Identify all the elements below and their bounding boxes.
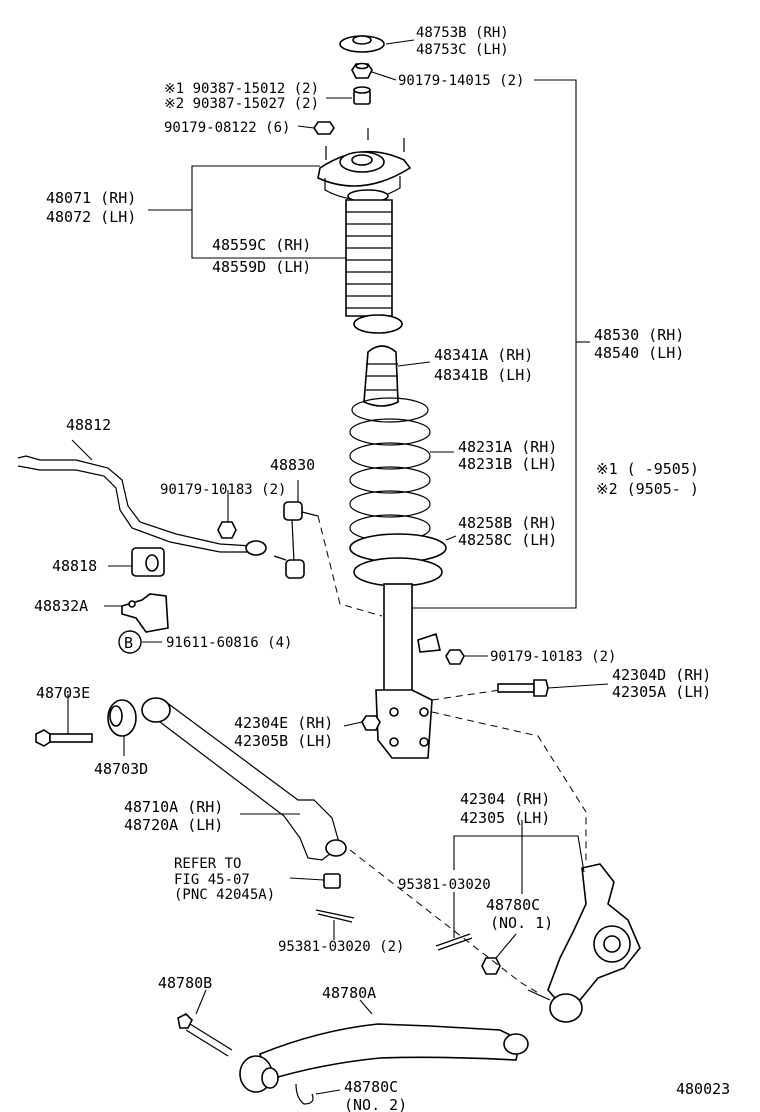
label-48780B: 48780B [158,974,212,992]
part-48780B-bolt [177,1013,233,1057]
label-48812: 48812 [66,416,111,434]
label-90387-2: ※2 90387-15027 (2) [164,96,319,112]
label-48832A: 48832A [34,597,88,615]
part-90387-collar [353,86,371,105]
part-48832A-bracket [121,593,169,633]
label-42304: 42304 (RH) 42305 (LH) [460,790,550,827]
label-48720A-lh: 48720A (LH) [124,816,223,834]
diagram-id: 480023 [676,1080,730,1098]
label-42304-rh: 42304 (RH) [460,790,550,808]
label-48830: 48830 [270,456,315,474]
part-48812-stabilizer-bar [17,455,267,556]
part-42304-knuckle [527,863,641,1023]
label-42304-lh: 42305 (LH) [460,809,550,827]
label-48231-lh: 48231B (LH) [458,455,557,473]
label-48753-rh: 48753B (RH) [416,25,509,41]
label-42304D: 42304D (RH) 42305A (LH) [612,666,711,701]
label-95381-a: 95381-03020 [398,877,491,893]
dashed-alignment-lines [317,515,587,995]
label-48780C-2: 48780C (NO. 2) [344,1078,407,1112]
label-48071-lh: 48072 (LH) [46,208,136,226]
label-90387-1: ※1 90387-15012 (2) [164,81,319,97]
label-48753-lh: 48753C (LH) [416,42,509,58]
part-48780C-nut-2 [295,1083,314,1105]
label-42304E: 42304E (RH) 42305B (LH) [234,714,333,750]
part-42045A-nut [323,873,341,889]
label-48258: 48258B (RH) 48258C (LH) [458,514,557,549]
part-48818-bushing [131,547,165,577]
label-95381-b: 95381-03020 (2) [278,939,404,955]
label-42304E-rh: 42304E (RH) [234,714,333,732]
label-48071-rh: 48071 (RH) [46,189,136,207]
part-95381-pin-b [315,909,355,923]
label-48559-lh: 48559D (LH) [212,258,311,276]
legend-notes: ※1 ( -9505) ※2 (9505- ) [596,460,699,498]
label-48753: 48753B (RH) 48753C (LH) [416,25,509,58]
label-48258-rh: 48258B (RH) [458,514,557,532]
part-90179-10183-nut-b [445,649,465,665]
label-90179-14015: 90179-14015 (2) [398,73,524,89]
label-48559: 48559C (RH) 48559D (LH) [212,236,311,276]
label-48071: 48071 (RH) 48072 (LH) [46,189,136,226]
part-48071-upper-support [317,128,412,201]
label-48780C-1-sub: (NO. 1) [490,914,553,932]
label-90387: ※1 90387-15012 (2) ※2 90387-15027 (2) [164,81,319,112]
part-48231-coil-spring [349,397,431,542]
label-B: B [124,634,133,652]
part-48703E-bolt [35,729,93,747]
label-48530-rh: 48530 (RH) [594,326,684,344]
part-48780C-nut-1 [481,957,501,975]
part-48830-link [273,501,319,579]
label-42304E-lh: 42305B (LH) [234,732,333,750]
label-48341: 48341A (RH) 48341B (LH) [434,346,533,384]
part-48710A-strut-rod [141,697,347,861]
label-48710A: 48710A (RH) 48720A (LH) [124,798,223,834]
label-42304D-rh: 42304D (RH) [612,666,711,684]
label-91611: 91611-60816 (4) [166,635,292,651]
part-48341-bump-stopper [363,345,399,407]
label-refer-line1: REFER TO [174,856,241,872]
part-B-marker [118,630,142,654]
part-42304E-nut [361,715,381,731]
label-48818: 48818 [52,557,97,575]
label-refer: REFER TO FIG 45-07 (PNC 42045A) [174,856,275,903]
part-42304D-bolt [497,679,549,697]
part-90179-10183-nut-a [217,521,237,539]
label-48780A: 48780A [322,984,376,1002]
leader-lines [67,39,609,1095]
part-48559-dust-boot [345,189,403,334]
label-48703D: 48703D [94,760,148,778]
label-48780C-1-num: 48780C [486,896,540,914]
label-48341-lh: 48341B (LH) [434,366,533,384]
label-90179-08122: 90179-08122 (6) [164,120,290,136]
part-90179-08122-nut [313,121,335,135]
part-48753-cap [339,35,385,53]
label-refer-line3: (PNC 42045A) [174,887,275,903]
label-48780C-2-num: 48780C [344,1078,398,1096]
label-90179-10183-a: 90179-10183 (2) [160,482,286,498]
part-48703D-bushing [107,699,137,737]
label-48780C-2-sub: (NO. 2) [344,1096,407,1112]
part-shock-absorber [375,583,442,759]
label-refer-line2: FIG 45-07 [174,872,250,888]
label-42304D-lh: 42305A (LH) [612,683,711,701]
part-90179-14015-nut [351,62,373,79]
label-48231: 48231A (RH) 48231B (LH) [458,438,557,473]
legend-note-2: ※2 (9505- ) [596,480,699,498]
label-48703E: 48703E [36,684,90,702]
label-48780C-1: 48780C (NO. 1) [486,896,553,932]
legend-note-1: ※1 ( -9505) [596,460,699,478]
label-48231-rh: 48231A (RH) [458,438,557,456]
label-48258-lh: 48258C (LH) [458,531,557,549]
part-48258-insulator [349,533,447,587]
label-48530: 48530 (RH) 48540 (LH) [594,326,684,362]
part-48780A-lower-arm [239,1023,529,1093]
label-48341-rh: 48341A (RH) [434,346,533,364]
label-90179-10183-b: 90179-10183 (2) [490,649,616,665]
label-48559-rh: 48559C (RH) [212,236,311,254]
label-48710A-rh: 48710A (RH) [124,798,223,816]
label-48530-lh: 48540 (LH) [594,344,684,362]
